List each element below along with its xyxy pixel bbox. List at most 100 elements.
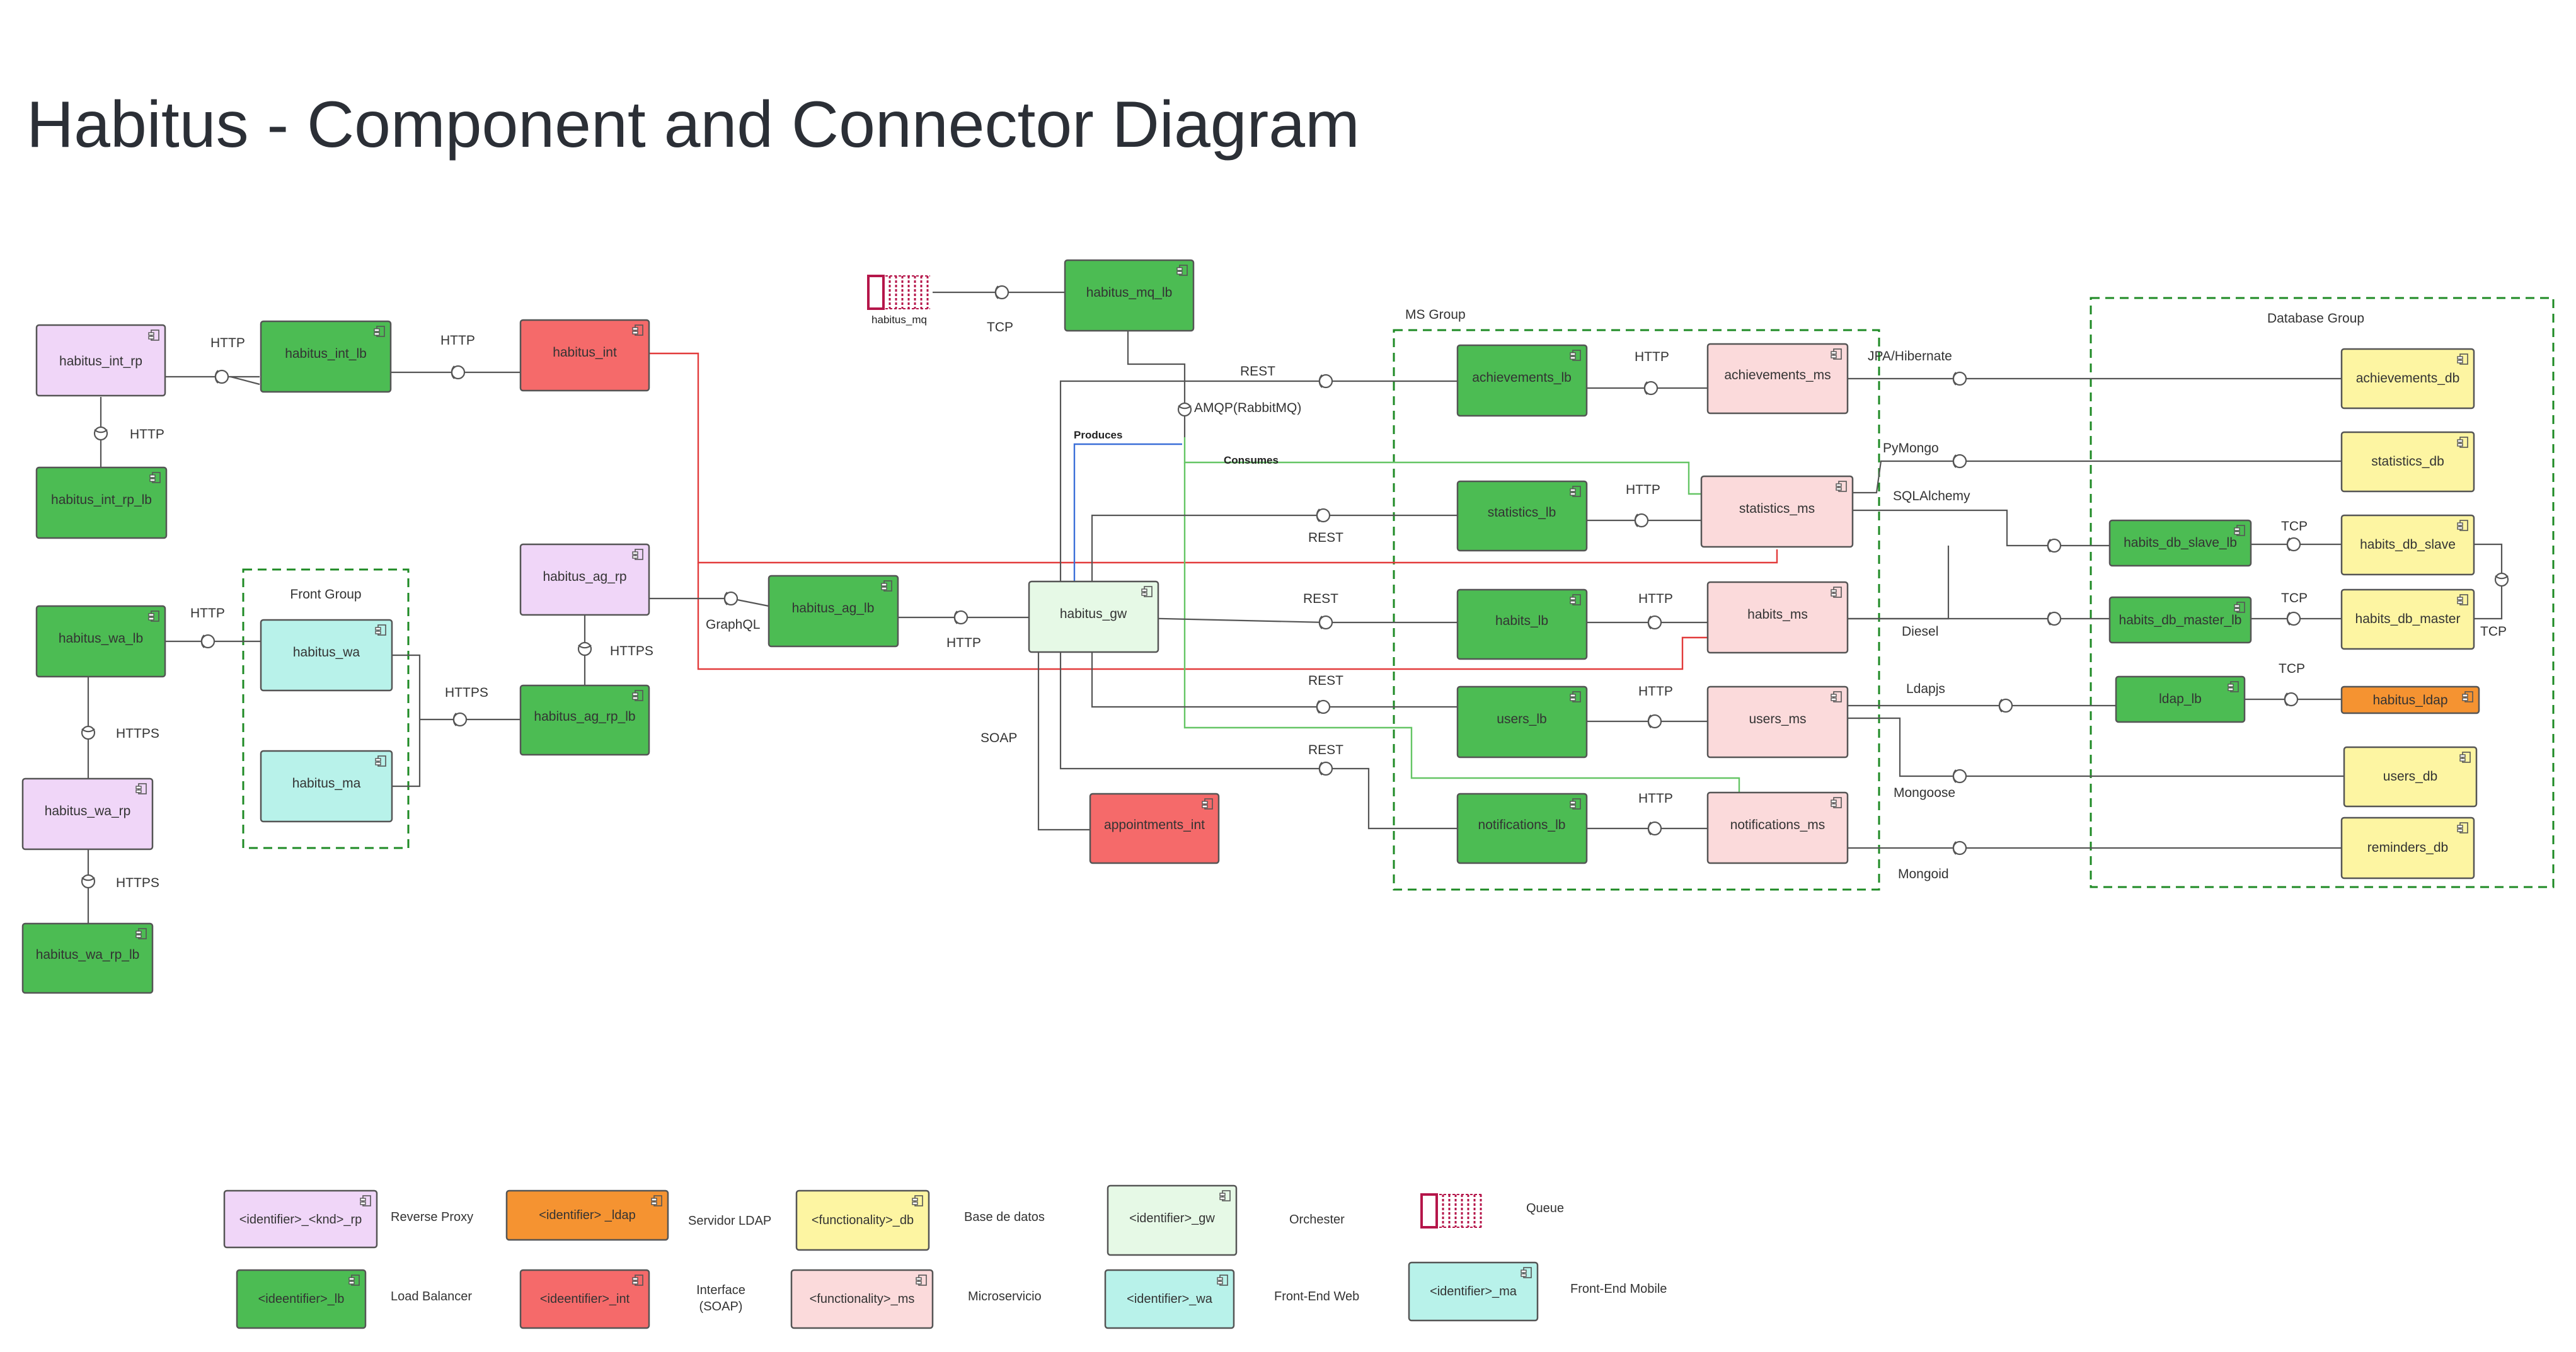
legend-database: <functionality>_db Base de datos: [795, 1189, 1045, 1251]
connector-label: Ldapjs: [1906, 682, 1945, 696]
connector-labels: HTTP HTTP HTTP HTTP HTTPS HTTPS HTTPS HT…: [116, 320, 2507, 890]
component-habitus-wa[interactable]: habitus_wa: [260, 619, 393, 692]
component-habits-ms[interactable]: habits_ms: [1706, 581, 1849, 654]
connector-label: REST: [1240, 364, 1275, 379]
svg-text:reminders_db: reminders_db: [2367, 840, 2448, 855]
svg-text:Microservicio: Microservicio: [968, 1290, 1042, 1303]
component-habitus-ag-lb[interactable]: habitus_ag_lb: [768, 575, 899, 648]
svg-text:<identifier> _ldap: <identifier> _ldap: [539, 1208, 635, 1222]
socket-mq: [994, 285, 1009, 300]
socket-diesel: [2047, 611, 2062, 626]
svg-text:habits_db_master: habits_db_master: [2355, 612, 2461, 626]
component-habitus-wa-rp[interactable]: habitus_wa_rp: [21, 777, 154, 851]
component-users-db[interactable]: users_db: [2343, 746, 2478, 808]
connector-label: PyMongo: [1883, 441, 1939, 455]
component-habitus-mq-lb[interactable]: habitus_mq_lb: [1064, 259, 1195, 332]
component-habitus-ag-rp-lb[interactable]: habitus_ag_rp_lb: [519, 684, 650, 756]
component-users-ms[interactable]: users_ms: [1706, 685, 1849, 759]
component-glyph-icon: [1141, 586, 1153, 597]
component-users-lb[interactable]: users_lb: [1456, 685, 1588, 759]
component-achievements-db[interactable]: achievements_db: [2340, 348, 2475, 410]
connector-label: HTTP: [190, 606, 225, 621]
connector-label: HTTPS: [116, 876, 159, 890]
queue-label: habitus_mq: [871, 314, 927, 326]
component-glyph-icon: [1831, 797, 1842, 808]
connector-label: HTTP: [1626, 483, 1660, 497]
socket-int-rp: [214, 369, 229, 384]
svg-text:habits_db_slave_lb: habits_db_slave_lb: [2124, 536, 2237, 550]
component-glyph-icon: [135, 928, 147, 939]
svg-text:<identifier>_ma: <identifier>_ma: [1430, 1285, 1517, 1298]
component-glyph-icon: [632, 690, 643, 701]
svg-text:habitus_ag_rp_lb: habitus_ag_rp_lb: [534, 709, 635, 724]
component-statistics-db[interactable]: statistics_db: [2340, 431, 2475, 493]
component-habitus-wa-lb[interactable]: habitus_wa_lb: [35, 605, 166, 678]
svg-text:Base de datos: Base de datos: [964, 1210, 1045, 1224]
ms-group-label: MS Group: [1405, 307, 1466, 322]
socket-front: [452, 712, 468, 727]
socket-jpa: [1952, 371, 1967, 386]
socket-sqlalchemy: [2047, 538, 2062, 553]
component-glyph-icon: [375, 624, 386, 636]
svg-text:habits_ms: habits_ms: [1747, 607, 1808, 622]
component-notifications-lb[interactable]: notifications_lb: [1456, 793, 1588, 864]
component-habitus-wa-rp-lb[interactable]: habitus_wa_rp_lb: [21, 922, 154, 994]
socket-gw: [953, 610, 969, 625]
component-glyph-icon: [916, 1275, 927, 1286]
connector-label: GraphQL: [706, 617, 760, 632]
component-statistics-ms[interactable]: statistics_ms: [1700, 475, 1854, 548]
component-glyph-icon: [2457, 437, 2468, 448]
page-title: Habitus - Component and Connector Diagra…: [26, 88, 1360, 161]
component-habitus-ldap[interactable]: habitus_ldap: [2340, 685, 2480, 714]
svg-text:<identifier>_gw: <identifier>_gw: [1129, 1212, 1215, 1225]
legend-microservice: <functionality>_ms Microservicio: [790, 1269, 1042, 1329]
component-reminders-db[interactable]: reminders_db: [2340, 816, 2475, 879]
svg-text:Servidor LDAP: Servidor LDAP: [688, 1214, 771, 1228]
component-notifications-ms[interactable]: notifications_ms: [1706, 791, 1849, 864]
component-glyph-icon: [1176, 265, 1188, 276]
component-glyph-icon: [148, 329, 159, 341]
component-achievements-lb[interactable]: achievements_lb: [1456, 344, 1588, 417]
component-habitus-int[interactable]: habitus_int: [519, 319, 650, 392]
green-wire-consumes-statistics: [1183, 437, 1701, 495]
component-glyph-icon: [2462, 691, 2473, 702]
component-glyph-icon: [1831, 587, 1842, 598]
component-habits-lb[interactable]: habits_lb: [1456, 588, 1588, 660]
svg-text:Interface: Interface: [696, 1283, 745, 1297]
connector-label: HTTP: [1638, 791, 1673, 806]
component-habits-db-slave-lb[interactable]: habits_db_slave_lb: [2108, 519, 2252, 567]
connector-sockets: [81, 285, 2509, 889]
component-ldap-lb[interactable]: ldap_lb: [2115, 675, 2246, 723]
component-habitus-gw[interactable]: habitus_gw: [1028, 580, 1159, 653]
socket-amqp: [1177, 402, 1192, 417]
svg-text:statistics_ms: statistics_ms: [1739, 501, 1815, 516]
red-wire-int-habits: [697, 563, 1708, 670]
svg-text:<identifier>_wa: <identifier>_wa: [1127, 1292, 1213, 1306]
component-habits-db-master[interactable]: habits_db_master: [2340, 588, 2475, 650]
connector-label: SOAP: [980, 731, 1017, 745]
socket-int-rp-lb: [93, 426, 108, 441]
connector-label: HTTP: [210, 336, 245, 350]
svg-text:habitus_wa_lb: habitus_wa_lb: [59, 631, 143, 646]
component-habits-db-slave[interactable]: habits_db_slave: [2340, 514, 2475, 576]
connector-label: TCP: [987, 320, 1013, 335]
component-statistics-lb[interactable]: statistics_lb: [1456, 480, 1588, 552]
svg-text:habitus_mq_lb: habitus_mq_lb: [1086, 285, 1173, 300]
svg-text:<functionality>_db: <functionality>_db: [812, 1213, 914, 1227]
component-glyph-icon: [651, 1195, 662, 1206]
component-glyph-icon: [2457, 353, 2468, 365]
component-habitus-ag-rp[interactable]: habitus_ag_rp: [519, 543, 650, 616]
component-habits-db-master-lb[interactable]: habits_db_master_lb: [2108, 596, 2252, 644]
component-habitus-int-rp[interactable]: habitus_int_rp: [35, 324, 166, 397]
component-appointments-int[interactable]: appointments_int: [1089, 793, 1220, 864]
svg-text:achievements_ms: achievements_ms: [1724, 368, 1831, 382]
svg-text:habitus_ldap: habitus_ldap: [2372, 693, 2447, 708]
component-habitus-ma[interactable]: habitus_ma: [260, 750, 393, 823]
component-habitus-int-lb[interactable]: habitus_int_lb: [260, 320, 392, 393]
svg-text:habitus_ag_rp: habitus_ag_rp: [543, 570, 626, 584]
ms-group: MS Group: [1393, 307, 1880, 891]
component-habitus-int-rp-lb[interactable]: habitus_int_rp_lb: [35, 466, 168, 539]
legend-load-balancer: <ideentifier>_lb Load Balancer: [236, 1269, 472, 1329]
component-achievements-ms[interactable]: achievements_ms: [1706, 343, 1849, 415]
